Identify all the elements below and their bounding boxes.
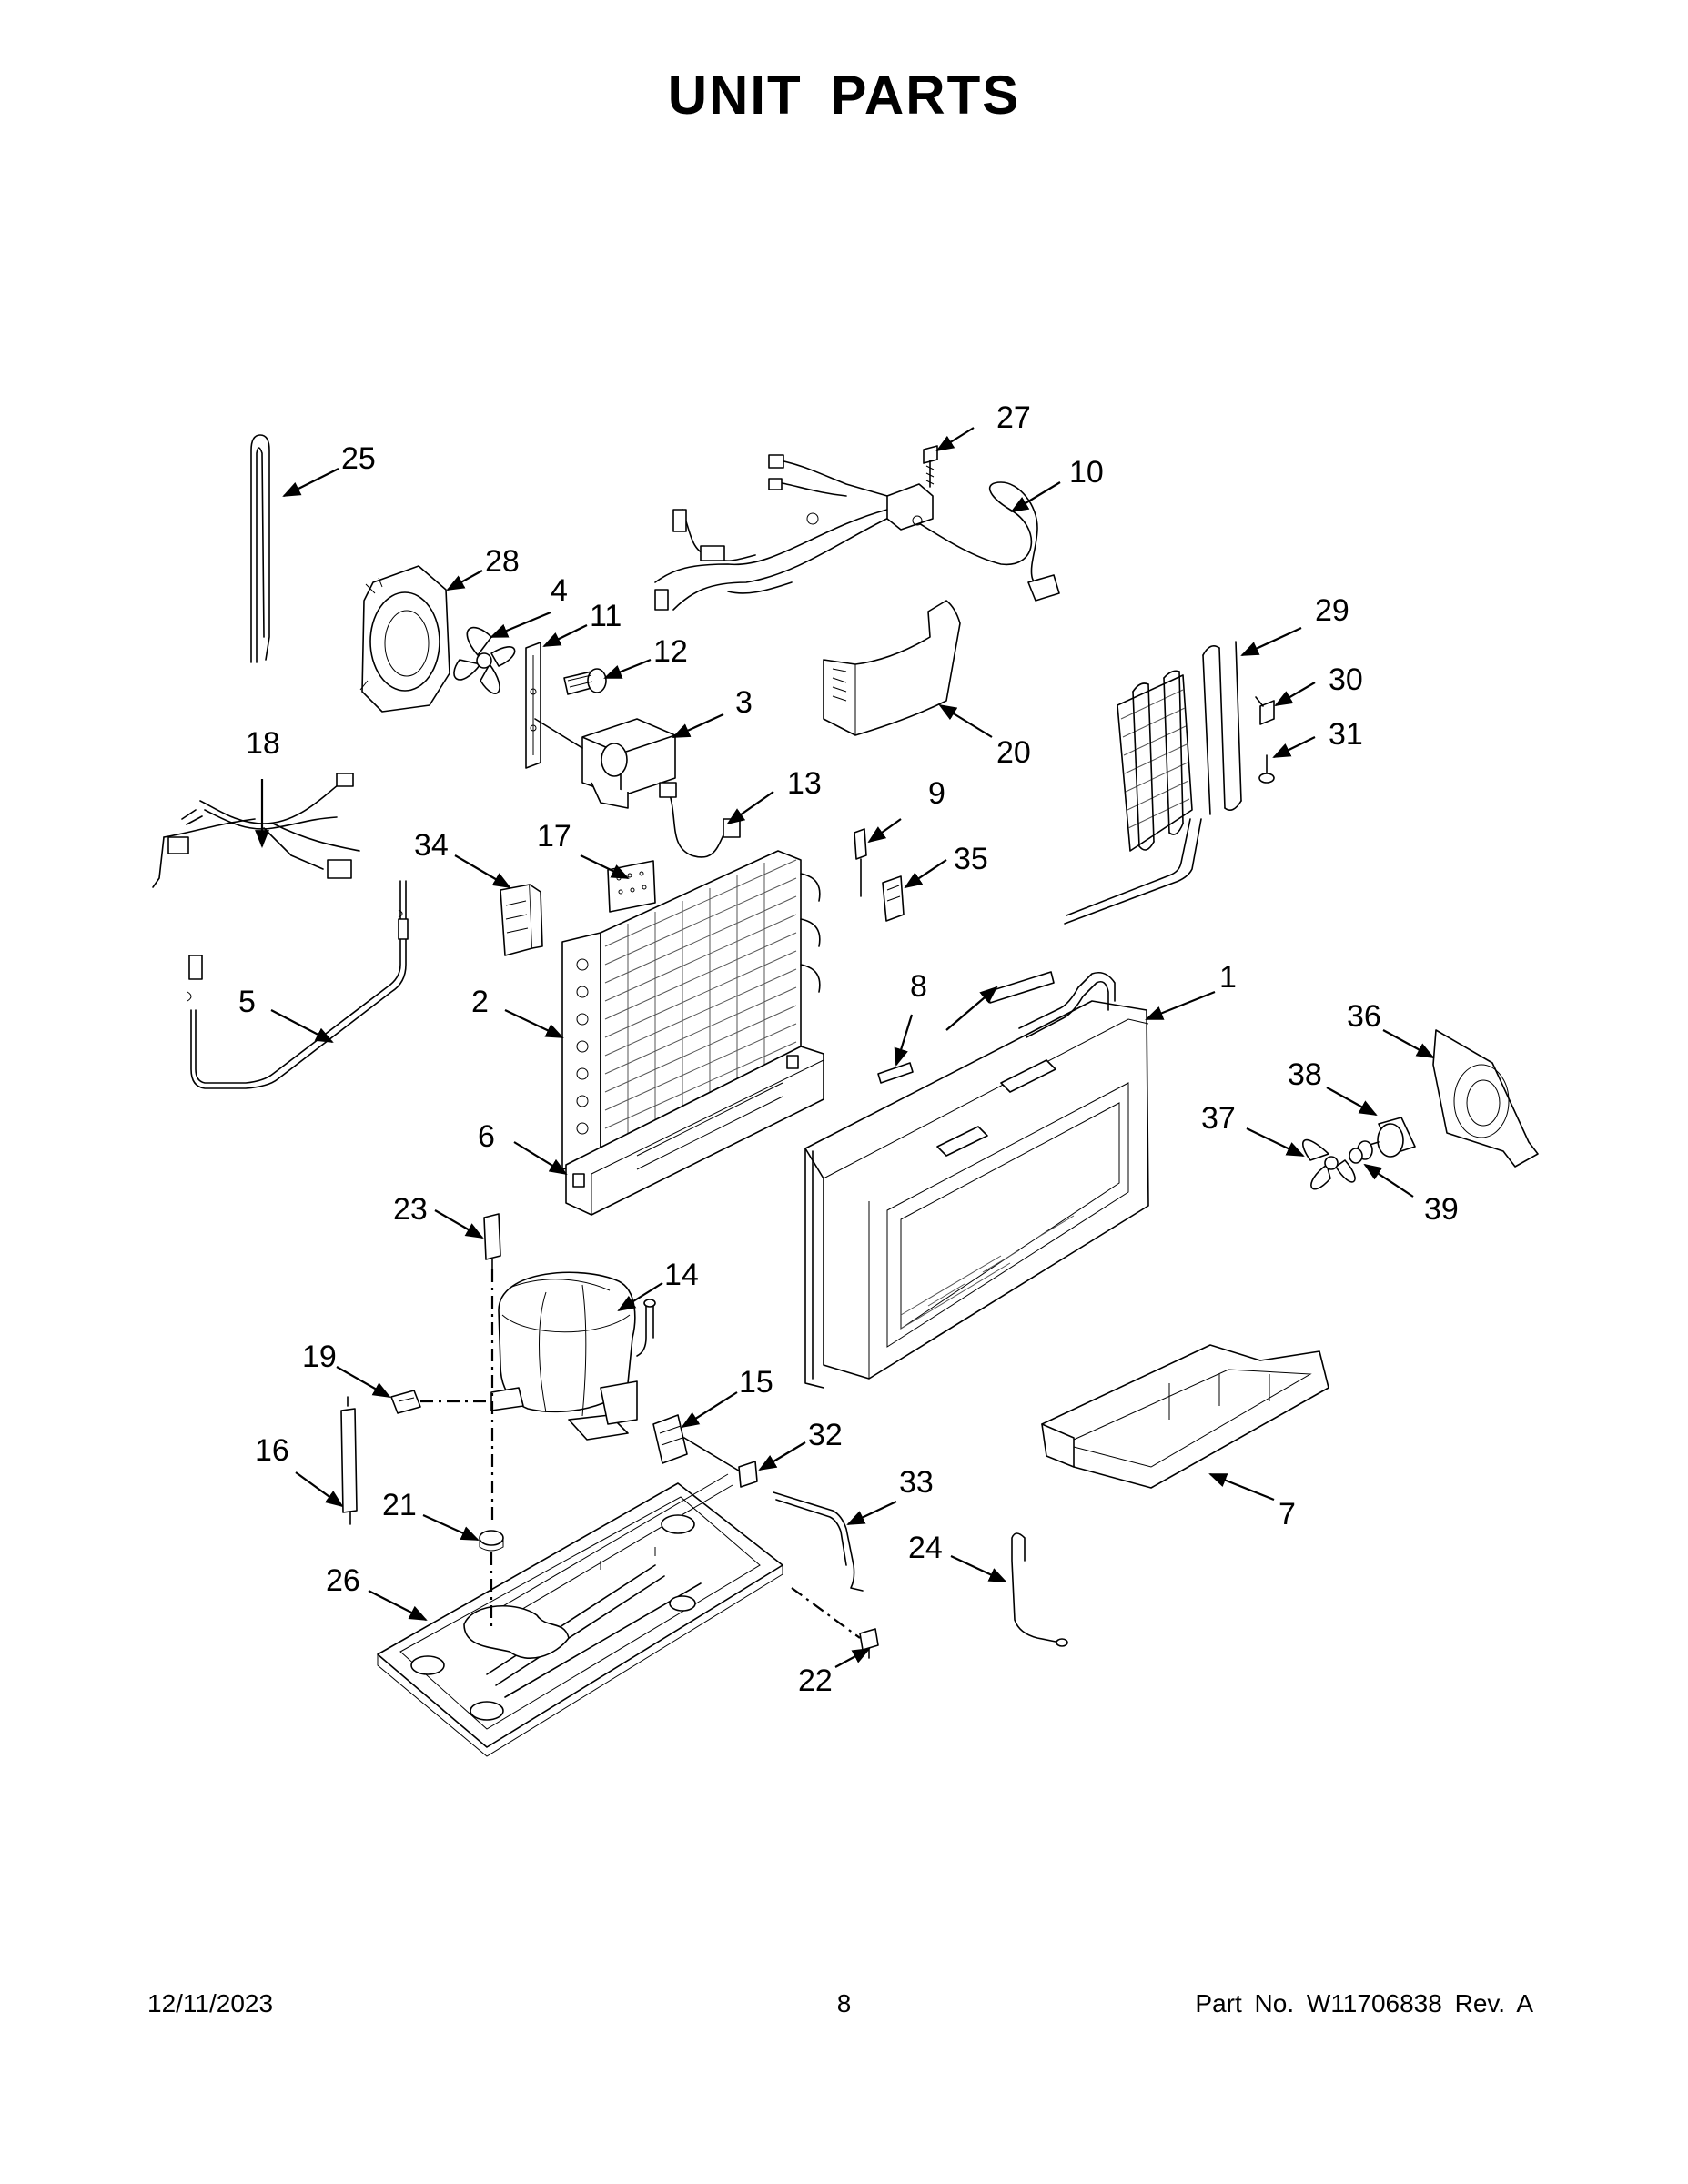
callout-12: 12 [653, 634, 688, 669]
callout-30: 30 [1329, 662, 1363, 697]
part-3-drawing [534, 718, 676, 809]
footer-date: 12/11/2023 [147, 1989, 274, 2017]
callout-4: 4 [551, 573, 568, 608]
part-30-31-drawing [1255, 696, 1275, 784]
footer-page-number: 8 [836, 1989, 852, 2017]
part-25-drawing [250, 434, 270, 663]
callout-1: 1 [1219, 960, 1237, 995]
callout-24: 24 [908, 1531, 943, 1565]
part-4-drawing [453, 626, 516, 694]
callout-18: 18 [246, 726, 280, 761]
callout-28: 28 [485, 544, 520, 579]
part-36-39-drawing [1302, 1029, 1539, 1190]
part-13-drawing [659, 782, 741, 858]
callout-27: 27 [996, 400, 1031, 435]
part-6-drawing [565, 1046, 824, 1216]
assembly-lines [420, 1269, 861, 1639]
part-23-19-16-21-drawing [340, 1213, 504, 1552]
callout-16: 16 [255, 1433, 289, 1468]
callout-21: 21 [382, 1488, 417, 1522]
callout-29: 29 [1315, 593, 1349, 628]
callout-13: 13 [787, 766, 822, 801]
callout-37: 37 [1201, 1101, 1236, 1136]
part-27-drawing [923, 445, 938, 488]
callout-leaders [255, 427, 1435, 1668]
callout-labels: 25 28 4 11 12 3 27 10 29 30 31 20 13 9 3… [238, 400, 1459, 1698]
part-28-drawing [359, 565, 450, 713]
callout-20: 20 [996, 735, 1031, 770]
callout-5: 5 [238, 985, 256, 1019]
callout-17: 17 [537, 819, 571, 854]
callout-15: 15 [739, 1365, 773, 1400]
part-5-drawing [187, 880, 409, 1089]
callout-19: 19 [302, 1340, 337, 1374]
part-9-35-drawing [854, 828, 905, 922]
callout-26: 26 [326, 1563, 360, 1598]
callout-34: 34 [414, 828, 449, 863]
part-20-drawing [823, 600, 961, 736]
callout-10: 10 [1069, 455, 1104, 490]
callout-35: 35 [954, 842, 988, 876]
callout-6: 6 [478, 1119, 495, 1154]
part-7-drawing [1041, 1344, 1329, 1489]
part-29-drawing [1064, 641, 1242, 925]
callout-22: 22 [798, 1663, 833, 1698]
callout-7: 7 [1279, 1497, 1296, 1532]
part-15-32-drawing [652, 1414, 758, 1488]
part-33-24-drawing [773, 1491, 1068, 1647]
callout-33: 33 [899, 1465, 934, 1500]
callout-9: 9 [928, 776, 945, 811]
callout-11: 11 [590, 599, 622, 633]
callout-38: 38 [1288, 1057, 1322, 1092]
part-14-drawing [490, 1271, 656, 1441]
part-1-drawing [804, 971, 1149, 1389]
part-11-12-drawing [525, 642, 607, 769]
callout-8: 8 [910, 969, 927, 1004]
callout-23: 23 [393, 1192, 428, 1227]
callout-14: 14 [664, 1258, 699, 1292]
callout-25: 25 [341, 441, 376, 476]
part-34-drawing [500, 884, 543, 956]
part-26-drawing [377, 1473, 879, 1757]
part-10-drawing [654, 454, 1060, 611]
callout-3: 3 [735, 685, 753, 720]
callout-36: 36 [1347, 999, 1381, 1034]
callout-32: 32 [808, 1418, 843, 1452]
callout-2: 2 [471, 985, 489, 1019]
part-17-drawing [607, 860, 656, 913]
callout-31: 31 [1329, 717, 1363, 752]
callout-39: 39 [1424, 1192, 1459, 1227]
footer-part-number: Part No. W11706838 Rev. A [1195, 1989, 1533, 2017]
part-18-drawing [152, 773, 360, 888]
page-title: UNIT PARTS [667, 65, 1021, 126]
